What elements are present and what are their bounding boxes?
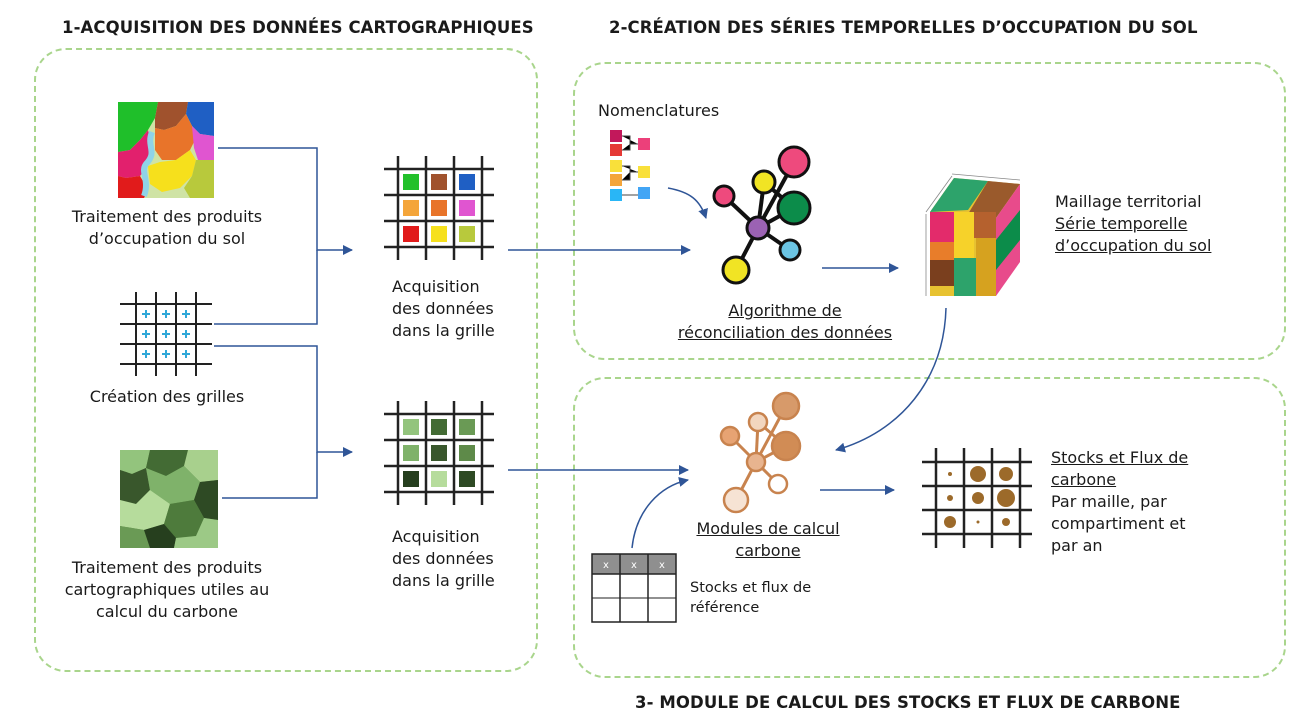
acq2-line2: des données: [392, 549, 494, 568]
reference-table-icon: x x x: [591, 553, 677, 623]
green-grid-icon: [384, 401, 494, 505]
table-mark-1: x: [603, 560, 609, 571]
carbon-label-line2: cartographiques utiles au: [64, 580, 270, 599]
table-mark-3: x: [659, 560, 665, 571]
algorithm-network-icon: [712, 145, 812, 285]
stocks-label-line5: par an: [1051, 536, 1103, 555]
acq1-line1: Acquisition: [392, 277, 480, 296]
territorial-mesh-label: Maillage territorial Série temporelle d’…: [1055, 191, 1275, 257]
grid-creation-icon: [120, 292, 212, 376]
acquisition-label-1: Acquisition des données dans la grille: [392, 276, 532, 342]
panel-acquisition: [34, 48, 538, 672]
landcover-map-icon: [118, 102, 214, 198]
mesh-label-line1: Maillage territorial: [1055, 192, 1202, 211]
stocks-flux-label: Stocks et Flux de carbone Par maille, pa…: [1051, 447, 1271, 557]
carbon-map-icon: [120, 450, 218, 548]
stocks-label-line2: carbone: [1051, 470, 1117, 489]
acq1-line2: des données: [392, 299, 494, 318]
carbon-label-line3: calcul du carbone: [95, 602, 238, 621]
section3-title: 3- MODULE DE CALCUL DES STOCKS ET FLUX D…: [635, 693, 1181, 712]
carbon-label-line1: Traitement des produits: [71, 558, 263, 577]
nomenclatures-label: Nomenclatures: [598, 101, 720, 120]
grid-creation-label: Création des grilles: [89, 387, 245, 406]
acq2-line3: dans la grille: [392, 571, 495, 590]
acq2-line1: Acquisition: [392, 527, 480, 546]
panel-time-series: [573, 62, 1286, 360]
acq1-line3: dans la grille: [392, 321, 495, 340]
grid-plus-marks: [142, 310, 190, 358]
modules-label-line2: carbone: [735, 541, 801, 560]
mesh-label-line3: d’occupation du sol: [1055, 236, 1212, 255]
space-time-cube-icon: [925, 173, 1021, 296]
landcover-label-line2: d’occupation du sol: [88, 229, 246, 248]
table-mark-2: x: [631, 560, 637, 571]
carbon-modules-label: Modules de calcul carbone: [668, 518, 868, 562]
stocks-dot-grid-icon: [922, 448, 1032, 548]
acquisition-label-2: Acquisition des données dans la grille: [392, 526, 532, 592]
stocks-label-line4: compartiment et: [1051, 514, 1186, 533]
section1-title: 1-ACQUISITION DES DONNÉES CARTOGRAPHIQUE…: [62, 18, 534, 37]
stocks-label-line1: Stocks et Flux de: [1051, 448, 1189, 467]
landcover-processing-label: Traitement des produits d’occupation du …: [40, 206, 294, 250]
panel-carbon-module: [573, 377, 1286, 678]
stocks-label-line3: Par maille, par: [1051, 492, 1167, 511]
section2-title: 2-CRÉATION DES SÉRIES TEMPORELLES D’OCCU…: [609, 18, 1198, 37]
ref-label-line1: Stocks et flux de: [690, 580, 812, 596]
modules-label-line1: Modules de calcul: [696, 519, 840, 538]
ref-label-line2: référence: [690, 600, 760, 616]
colored-grid-icon: [384, 156, 494, 260]
nomenclature-icon: [610, 130, 650, 201]
carbon-module-network-icon: [719, 391, 802, 514]
connector-lines: [214, 147, 947, 549]
mesh-label-line2: Série temporelle: [1055, 214, 1188, 233]
algorithm-label-line2: réconciliation des données: [677, 323, 893, 342]
carbon-products-label: Traitement des produits cartographiques …: [40, 557, 294, 623]
reference-stocks-label: Stocks et flux de référence: [690, 578, 850, 618]
landcover-label-line1: Traitement des produits: [71, 207, 263, 226]
algorithm-label: Algorithme de réconciliation des données: [660, 300, 910, 344]
algorithm-label-line1: Algorithme de: [728, 301, 842, 320]
